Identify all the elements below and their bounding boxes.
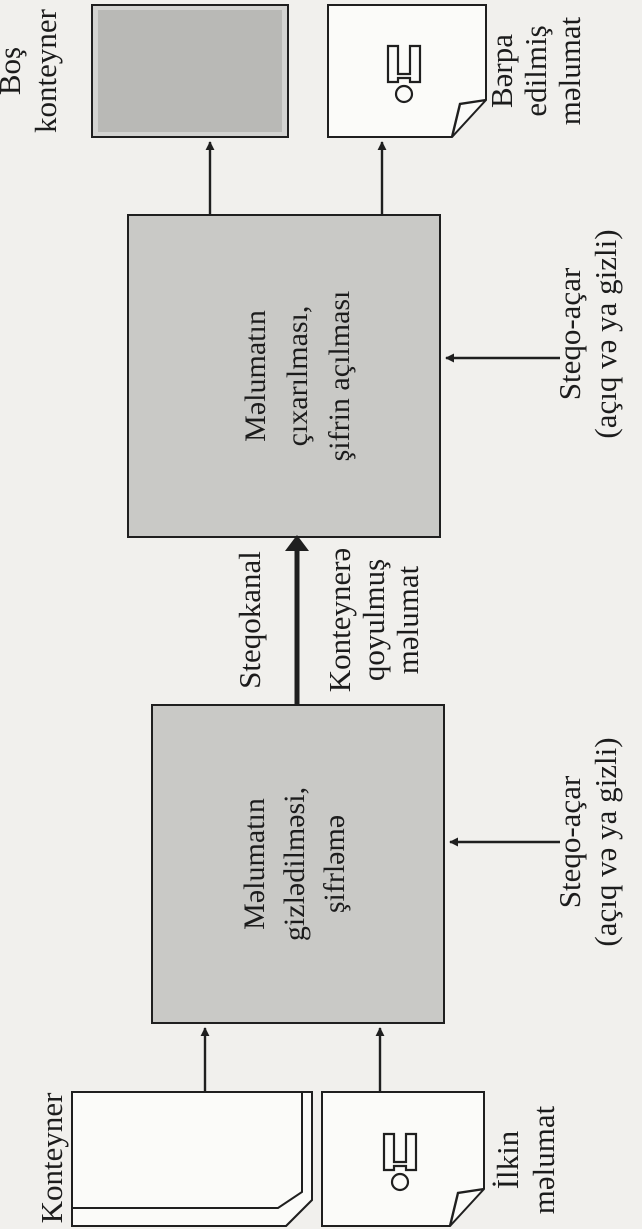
label-line: Steqo-açar xyxy=(552,267,587,400)
label-steqo-key-bottom: Steqo-açar(açıq və ya gizli) xyxy=(552,737,623,946)
label-line: konteyner xyxy=(28,8,63,133)
label-line: şifrləmə xyxy=(318,815,351,913)
label-line: Boş xyxy=(0,47,27,95)
label-line: İlkin xyxy=(490,1130,525,1189)
initial-info-icon xyxy=(382,1132,418,1192)
label-line: Məlumatın xyxy=(238,798,271,930)
initial-info-page-fold xyxy=(448,1187,485,1227)
label-line: çıxarılması, xyxy=(281,306,314,447)
label-line: Konteynerə xyxy=(322,548,357,693)
extract-decrypt-box xyxy=(127,214,441,538)
label-recovered-info: Bərpaedilmişməlumat xyxy=(484,16,587,125)
label-line: şifrin açılması xyxy=(323,291,356,462)
empty-container-fill xyxy=(98,10,282,132)
label-empty-container: Boşkonteyner xyxy=(0,8,63,133)
label-line: Bərpa xyxy=(484,34,519,108)
label-stegochannel: Steqokanal xyxy=(232,551,267,689)
label-line: Steqo-açar xyxy=(552,775,587,908)
recovered-info-page-fold xyxy=(450,98,487,138)
label-line: edilmiş xyxy=(518,25,553,116)
label-steqo-key-top: Steqo-açar(açıq və ya gizli) xyxy=(552,229,623,438)
label-initial-info: İlkinməlumat xyxy=(490,1105,561,1214)
label-line: Steqokanal xyxy=(232,551,267,689)
label-line: məlumat xyxy=(390,565,425,674)
label-line: Konteyner xyxy=(34,1092,69,1224)
recovered-info-icon xyxy=(386,44,422,104)
label-line: qoyulmuş xyxy=(356,559,391,681)
initial-info-document xyxy=(321,1091,485,1227)
label-extract-decrypt: Məlumatın çıxarılması, şifrin açılması xyxy=(239,291,356,462)
label-line: (açıq və ya gizli) xyxy=(588,737,623,946)
label-line: məlumat xyxy=(526,1105,561,1214)
label-container: Konteyner xyxy=(34,1092,69,1224)
label-line: məlumat xyxy=(552,16,587,125)
label-line: gizlədilməsi, xyxy=(278,787,311,941)
label-line: Məlumatın xyxy=(239,310,272,442)
recovered-info-document xyxy=(327,4,487,138)
label-line: (açıq və ya gizli) xyxy=(588,229,623,438)
hide-encrypt-box xyxy=(151,704,445,1024)
label-embedded-info: Konteynerəqoyulmuşməlumat xyxy=(322,548,425,693)
stegochannel-arrow-head xyxy=(285,535,309,551)
container-stack-icon xyxy=(71,1091,313,1227)
